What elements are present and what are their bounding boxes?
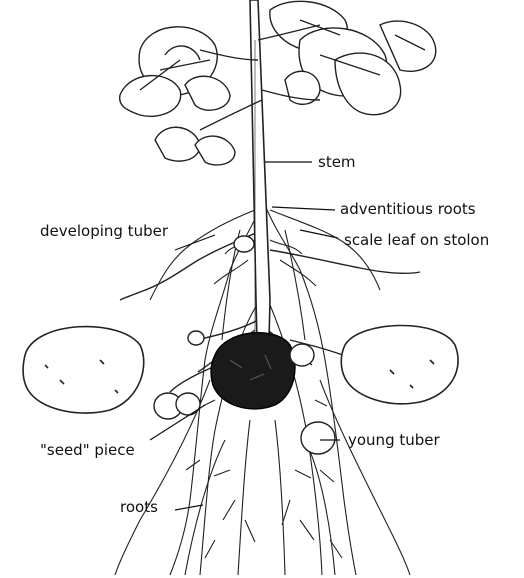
label-developing-tuber: developing tuber	[40, 222, 169, 240]
label-seed-piece: "seed" piece	[40, 441, 135, 459]
label-stem: stem	[318, 153, 356, 171]
seed-piece	[211, 333, 295, 409]
label-young-tuber: young tuber	[348, 431, 440, 449]
label-roots: roots	[120, 498, 158, 516]
label-scale-leaf: scale leaf on stolon	[344, 231, 489, 249]
label-adventitious-roots: adventitious roots	[340, 200, 476, 218]
